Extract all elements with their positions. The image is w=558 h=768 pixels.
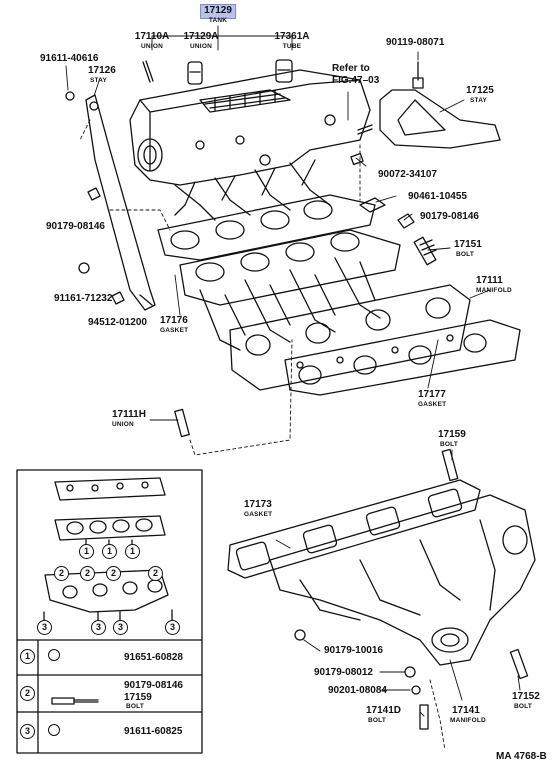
part-17177-number: 17177 <box>418 389 446 400</box>
part-17176-name: GASKET <box>160 327 189 334</box>
small-hardware-drawing <box>65 91 437 438</box>
part-17125-number: 17125 <box>466 85 494 96</box>
part-17151-number: 17151 <box>454 239 482 250</box>
unions-drawing <box>142 59 293 85</box>
stay-17126-drawing <box>85 94 156 311</box>
manifold-17111-drawing <box>179 229 471 391</box>
part-17141d-number: 17141D <box>366 705 402 716</box>
washer-icon <box>48 649 60 661</box>
figure-code: MA 4768-B <box>496 751 547 762</box>
inset-key-3c: 3 <box>113 620 128 635</box>
part-17111h-name: UNION <box>112 421 134 428</box>
tank-17129-drawing <box>129 69 371 221</box>
legend-row2-part2: 17159 <box>124 692 152 703</box>
part-17159-name: BOLT <box>440 441 459 448</box>
legend-row2-part2-name: BOLT <box>126 703 145 710</box>
part-17110a-number: 17110A <box>134 31 170 42</box>
part-17111-number: 17111 <box>476 275 503 286</box>
part-17159-number: 17159 <box>438 429 466 440</box>
gasket-17177-drawing <box>284 319 521 396</box>
part-90179-08146-right-number: 90179-08146 <box>420 211 479 222</box>
part-17111-name: MANIFOLD <box>476 287 512 294</box>
inset-key-1b: 1 <box>102 544 117 559</box>
part-17361a-number: 17361A <box>274 31 310 42</box>
inset-key-3a: 3 <box>37 620 52 635</box>
inset-key-2b: 2 <box>80 566 95 581</box>
legend-row2-part: 90179-08146 <box>124 680 183 691</box>
inset-key-2d: 2 <box>148 566 163 581</box>
part-17125-name: STAY <box>470 97 488 104</box>
part-17151-name: BOLT <box>456 251 475 258</box>
refer-line2: FIG.47–03 <box>332 75 380 86</box>
part-17129-number: 17129 <box>200 4 236 19</box>
part-17152-number: 17152 <box>512 691 540 702</box>
part-17361a-name: TUBE <box>282 43 302 50</box>
inset-box-drawing <box>16 469 203 754</box>
legend-row1-key: 1 <box>20 649 35 664</box>
part-17126-number: 17126 <box>88 65 116 76</box>
part-90179-08146-left-number: 90179-08146 <box>46 221 105 232</box>
inset-key-2a: 2 <box>54 566 69 581</box>
part-90119-08071-number: 90119-08071 <box>386 37 445 48</box>
part-17110a-name: UNION <box>141 43 163 50</box>
refer-line1: Refer to <box>332 63 370 74</box>
part-17177-name: GASKET <box>418 401 447 408</box>
gasket-upper-drawing <box>157 194 376 261</box>
legend-row2-key: 2 <box>20 686 35 701</box>
part-17129a-name: UNION <box>190 43 212 50</box>
part-17173-number: 17173 <box>244 499 272 510</box>
stay-17125-drawing <box>379 61 501 149</box>
gasket-17173-drawing <box>227 479 481 579</box>
part-17152-name: BOLT <box>514 703 533 710</box>
part-94512-01200-number: 94512-01200 <box>88 317 147 328</box>
part-90179-10016-number: 90179-10016 <box>324 645 383 656</box>
part-90179-08012-number: 90179-08012 <box>314 667 373 678</box>
part-90461-10455-number: 90461-10455 <box>408 191 467 202</box>
part-17141d-name: BOLT <box>368 717 387 724</box>
part-91161-71232-number: 91161-71232 <box>54 293 113 304</box>
part-91611-40616-number: 91611-40616 <box>40 53 99 64</box>
part-17111h-number: 17111H <box>112 409 146 420</box>
legend-row1-part: 91651-60828 <box>124 652 183 663</box>
inset-key-1c: 1 <box>125 544 140 559</box>
part-17141-number: 17141 <box>452 705 480 716</box>
inset-key-3b: 3 <box>91 620 106 635</box>
dashed-lines <box>79 119 446 751</box>
manifold-17141-drawing <box>269 448 536 730</box>
part-90201-08084-number: 90201-08084 <box>328 685 387 696</box>
washer-small-icon <box>48 724 60 736</box>
legend-row3-key: 3 <box>20 724 35 739</box>
part-17126-name: STAY <box>90 77 108 84</box>
part-17129-name: TANK <box>208 17 228 24</box>
inset-key-1a: 1 <box>79 544 94 559</box>
part-17129a-number: 17129A <box>183 31 219 42</box>
part-17173-name: GASKET <box>244 511 273 518</box>
part-17141-name: MANIFOLD <box>450 717 486 724</box>
part-17176-number: 17176 <box>160 315 188 326</box>
inset-key-2c: 2 <box>106 566 121 581</box>
legend-row3-part: 91611-60825 <box>124 726 183 737</box>
leader-lines <box>65 25 521 717</box>
inset-key-3d: 3 <box>165 620 180 635</box>
part-90072-34107-number: 90072-34107 <box>378 169 437 180</box>
